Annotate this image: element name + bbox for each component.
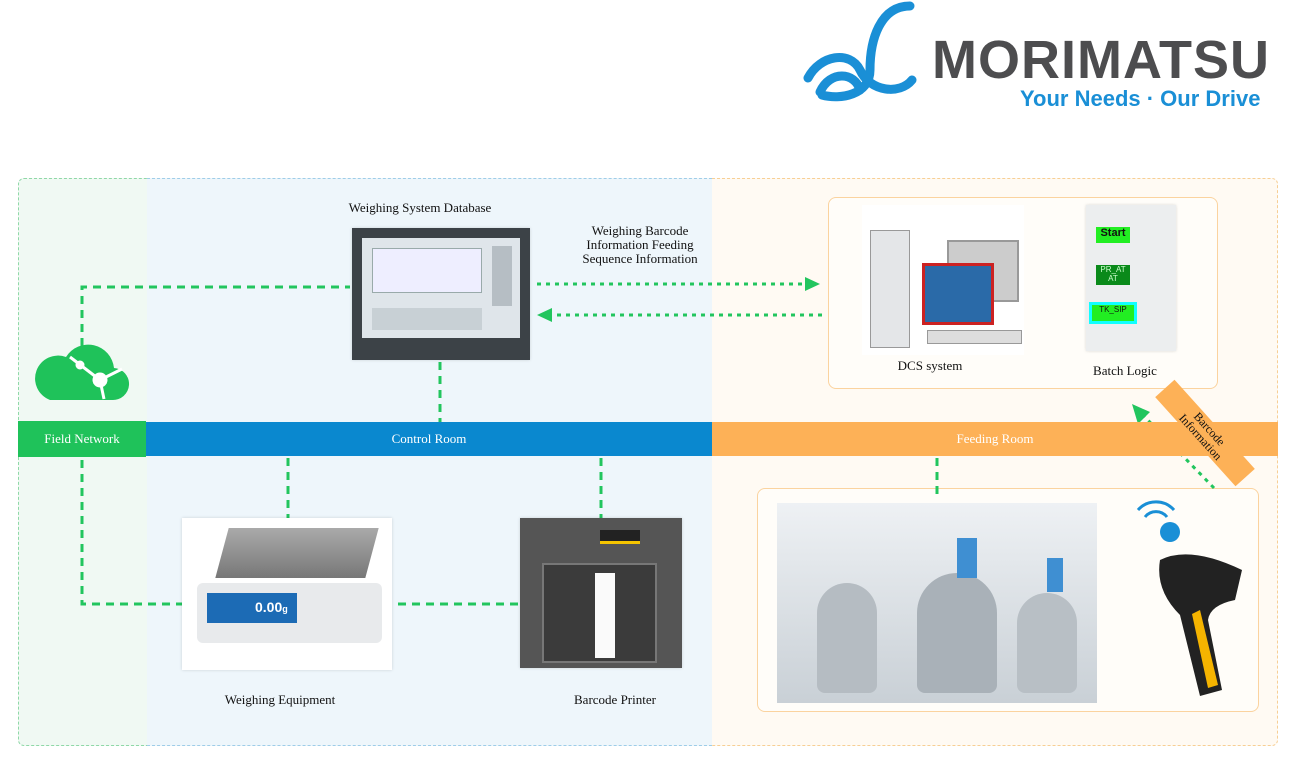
wifi-scanner-image [1130,490,1255,700]
logo-brand: MORIMATSU [932,30,1270,90]
batch-step: PR_AT AT [1096,265,1130,285]
batch-start-step: Start [1096,227,1130,243]
link-cloud-db [80,285,350,360]
dcs-label: DCS system [897,358,963,373]
barcode-printer-label: Barcode Printer [574,692,656,707]
field-network-label: Field Network [18,421,146,457]
weighing-equipment-label: Weighing Equipment [224,692,336,707]
batch-step-2: TK_SIP [1089,302,1137,324]
feeding-reactor-image [777,503,1097,703]
weighing-scale-image: 0.00g [182,518,392,670]
morimatsu-logo-mark [800,0,920,115]
scale-unit: g [282,604,288,614]
database-hmi-image [352,228,530,360]
db-dcs-flow-label: Weighing Barcode Information Feeding Seq… [570,224,710,266]
cloud-network-icon [30,335,130,410]
batch-logic-label: Batch Logic [1093,363,1157,378]
field-network-zone [18,178,147,746]
logo-tagline: Your Needs · Our Drive [1020,86,1261,111]
arrowhead-right [805,277,820,291]
database-label: Weighing System Database [348,200,492,215]
control-room-label: Control Room [146,422,712,456]
barcode-printer-image [520,518,682,668]
link-cloud-scale [80,460,182,606]
scale-reading: 0.00 [255,599,283,615]
arrowhead-left [537,308,552,322]
arrowhead-up [1132,404,1150,424]
batch-logic-image: Start PR_AT AT TK_SIP [1086,205,1176,351]
dcs-computer-image [862,205,1024,355]
